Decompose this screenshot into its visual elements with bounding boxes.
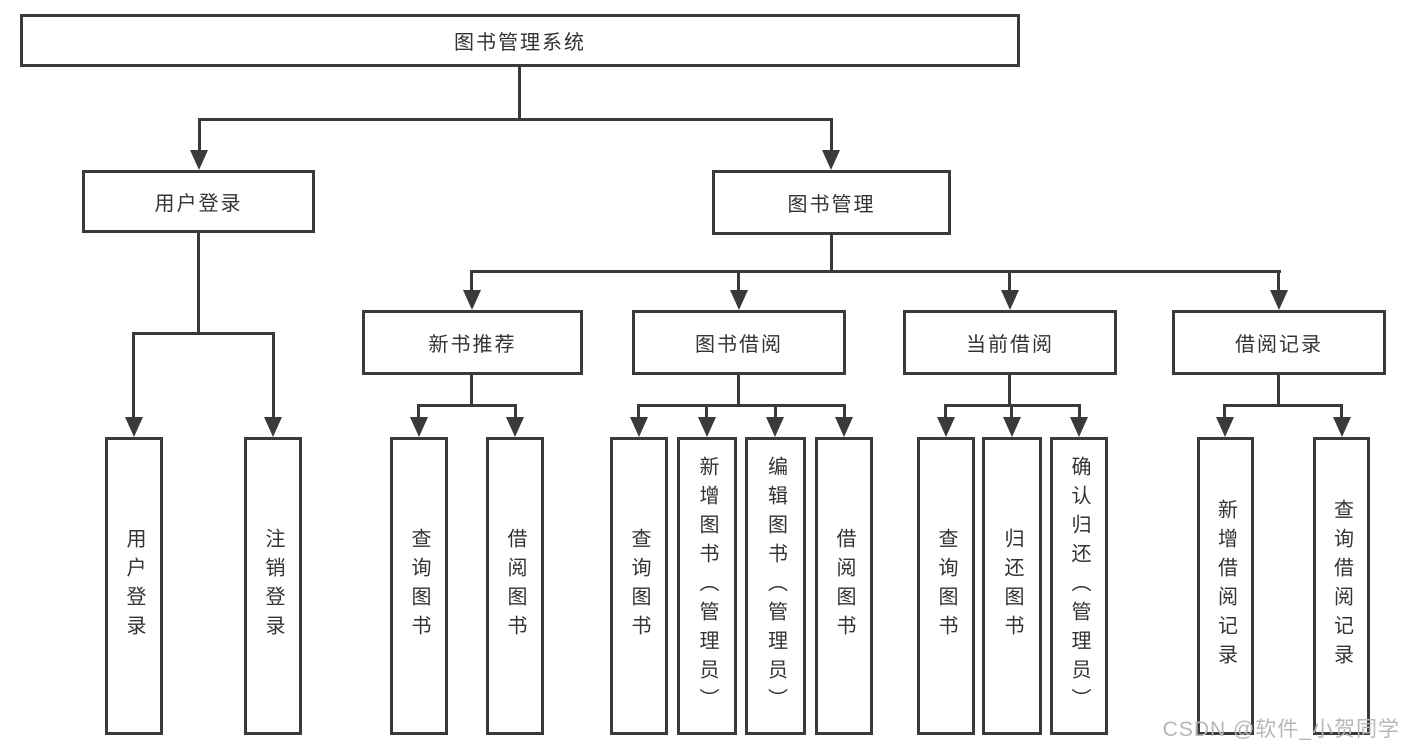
leaf-query-book-1: 查询图书 [390, 437, 448, 735]
connector-line [514, 404, 517, 419]
leaf-logout: 注销登录 [244, 437, 302, 735]
connector-line [1078, 404, 1081, 419]
connector-line [637, 404, 846, 407]
leaf-confirm-return-admin: 确认归还（管理员） [1050, 437, 1108, 735]
leaf-query-borrow-record: 查询借阅记录 [1313, 437, 1370, 735]
leaf-add-book-admin-label: 新增图书（管理员） [696, 455, 718, 717]
leaf-return-book: 归还图书 [982, 437, 1042, 735]
arrowhead-icon [822, 150, 840, 170]
leaf-add-borrow-record-label: 新增借阅记录 [1214, 499, 1237, 673]
connector-line [830, 235, 833, 273]
connector-line [944, 404, 947, 419]
connector-line [198, 118, 201, 151]
node-new-book-recommend: 新书推荐 [362, 310, 583, 375]
node-borrow-record: 借阅记录 [1172, 310, 1386, 375]
connector-line [1223, 404, 1226, 419]
node-book-borrow: 图书借阅 [632, 310, 846, 375]
node-new-book-recommend-label: 新书推荐 [428, 334, 517, 356]
leaf-user-login: 用户登录 [105, 437, 163, 735]
connector-line [1277, 270, 1280, 291]
arrowhead-icon [630, 417, 648, 437]
node-borrow-record-label: 借阅记录 [1235, 334, 1323, 356]
connector-line [1010, 404, 1013, 419]
arrowhead-icon [1333, 417, 1351, 437]
leaf-logout-label: 注销登录 [262, 528, 284, 644]
leaf-query-book-3: 查询图书 [917, 437, 975, 735]
connector-line [470, 270, 1281, 273]
connector-line [518, 67, 521, 120]
connector-line [1277, 375, 1280, 407]
arrowhead-icon [506, 417, 524, 437]
connector-line [132, 332, 135, 418]
connector-line [470, 270, 473, 291]
arrowhead-icon [125, 417, 143, 437]
connector-line [417, 404, 420, 419]
arrowhead-icon [463, 290, 481, 310]
leaf-confirm-return-admin-label: 确认归还（管理员） [1068, 455, 1090, 717]
arrowhead-icon [1003, 417, 1021, 437]
arrowhead-icon [1270, 290, 1288, 310]
connector-line [417, 404, 517, 407]
arrowhead-icon [264, 417, 282, 437]
node-root: 图书管理系统 [20, 14, 1020, 67]
leaf-borrow-book-2: 借阅图书 [815, 437, 873, 735]
arrowhead-icon [937, 417, 955, 437]
leaf-edit-book-admin: 编辑图书（管理员） [745, 437, 806, 735]
leaf-query-book-3-label: 查询图书 [935, 528, 957, 644]
leaf-query-book-2-label: 查询图书 [628, 528, 650, 644]
node-book-management-label: 图书管理 [787, 194, 876, 216]
connector-line [843, 404, 846, 419]
connector-line [737, 375, 740, 407]
connector-line [1340, 404, 1343, 419]
node-root-label: 图书管理系统 [454, 32, 586, 54]
connector-line [197, 233, 200, 335]
connector-line [470, 375, 473, 407]
connector-line [830, 118, 833, 151]
leaf-edit-book-admin-label: 编辑图书（管理员） [764, 455, 787, 717]
arrowhead-icon [190, 150, 208, 170]
arrowhead-icon [835, 417, 853, 437]
connector-line [637, 404, 640, 419]
connector-line [272, 332, 275, 418]
leaf-query-book-1-label: 查询图书 [408, 528, 430, 644]
arrowhead-icon [1001, 290, 1019, 310]
node-book-management: 图书管理 [712, 170, 951, 235]
connector-line [705, 404, 708, 419]
connector-line [132, 332, 275, 335]
leaf-borrow-book-1-label: 借阅图书 [504, 528, 526, 644]
arrowhead-icon [1070, 417, 1088, 437]
connector-line [1223, 404, 1343, 407]
connector-line [1008, 375, 1011, 407]
watermark: CSDN @软件_小贺同学 [1162, 718, 1400, 741]
leaf-add-book-admin: 新增图书（管理员） [677, 437, 737, 735]
arrowhead-icon [1216, 417, 1234, 437]
connector-line [737, 270, 740, 291]
leaf-return-book-label: 归还图书 [1001, 528, 1023, 644]
leaf-user-login-label: 用户登录 [123, 528, 145, 644]
arrowhead-icon [730, 290, 748, 310]
connector-line [1008, 270, 1011, 291]
node-user-login: 用户登录 [82, 170, 315, 233]
node-current-borrow-label: 当前借阅 [966, 334, 1054, 356]
node-user-login-label: 用户登录 [154, 193, 243, 215]
leaf-borrow-book-2-label: 借阅图书 [833, 528, 855, 644]
arrowhead-icon [766, 417, 784, 437]
connector-line [774, 404, 777, 419]
leaf-query-borrow-record-label: 查询借阅记录 [1330, 499, 1353, 673]
leaf-query-book-2: 查询图书 [610, 437, 668, 735]
node-book-borrow-label: 图书借阅 [695, 334, 783, 356]
arrowhead-icon [410, 417, 428, 437]
leaf-add-borrow-record: 新增借阅记录 [1197, 437, 1254, 735]
arrowhead-icon [698, 417, 716, 437]
connector-line [198, 118, 833, 121]
leaf-borrow-book-1: 借阅图书 [486, 437, 544, 735]
node-current-borrow: 当前借阅 [903, 310, 1117, 375]
